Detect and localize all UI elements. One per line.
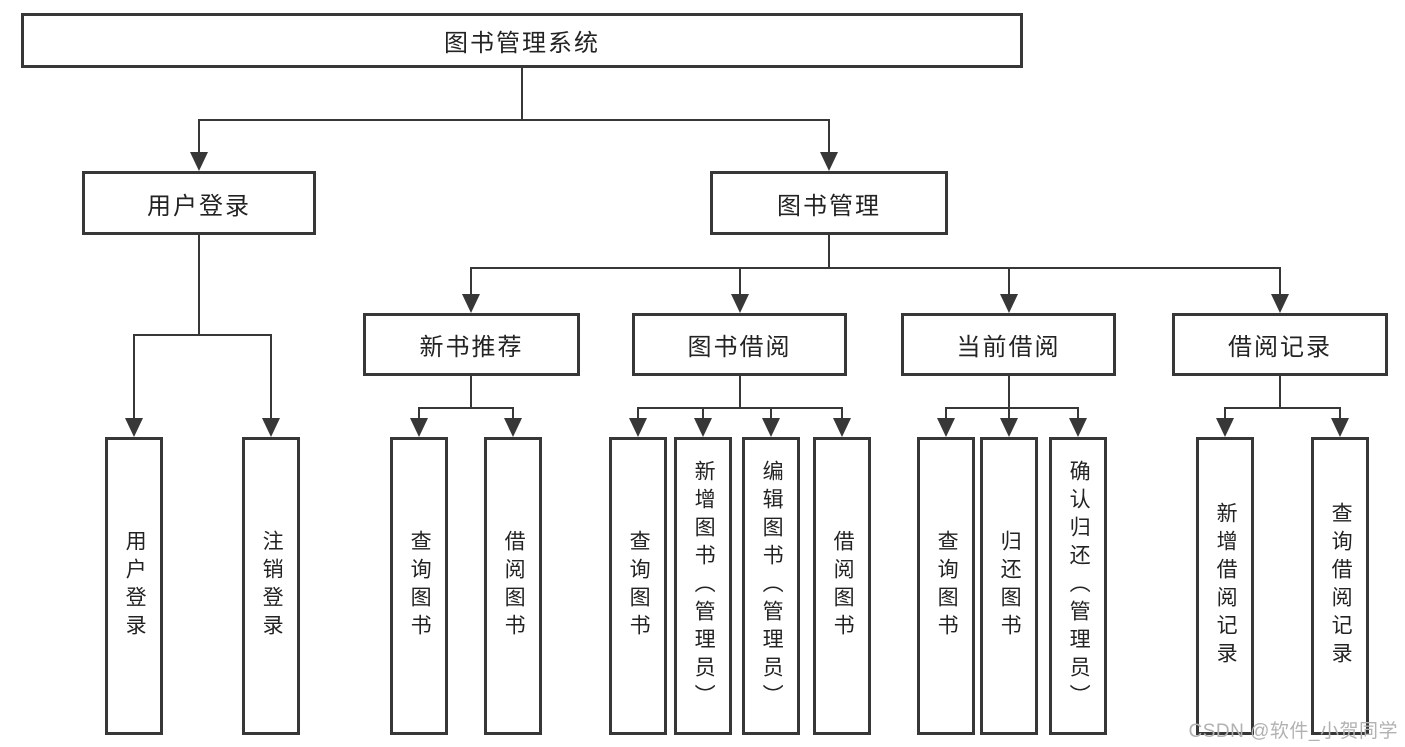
node-label: 当前借阅 [956,334,1061,361]
node-user-login: 用户登录 [82,171,316,235]
arrowhead-down-icon [125,418,143,437]
leaf-edit-books-admin: 编辑图书（管理员） [742,437,800,735]
node-label: 用户登录 [147,192,251,220]
connector-vline [1008,407,1010,420]
connector-vline [418,407,420,420]
connector-vline [512,407,514,420]
arrowhead-down-icon [1069,418,1087,437]
leaf-borrow-books: 借阅图书 [813,437,871,735]
arrowhead-down-icon [731,294,749,313]
connector-hline [945,407,1079,409]
arrowhead-down-icon [1000,418,1018,437]
connector-hline [418,407,514,409]
node-label: 归还图书 [998,530,1022,642]
node-label: 查询图书 [935,530,959,642]
node-library-management-system: 图书管理系统 [21,13,1023,68]
connector-hline [198,119,830,121]
arrowhead-down-icon [410,418,428,437]
leaf-confirm-return-admin: 确认归还（管理员） [1049,437,1107,735]
node-label: 新书推荐 [419,334,524,361]
connector-vline [470,374,472,409]
arrowhead-down-icon [762,418,780,437]
leaf-add-borrow-record: 新增借阅记录 [1196,437,1254,735]
arrowhead-down-icon [1331,418,1349,437]
node-label: 查询图书 [627,530,651,642]
connector-vline [702,407,704,420]
connector-vline [198,119,200,154]
connector-hline [470,267,1281,269]
arrowhead-down-icon [190,152,208,171]
node-label: 借阅图书 [831,530,855,642]
node-label: 新增借阅记录 [1214,502,1238,670]
connector-vline [521,68,523,121]
node-label: 新增图书（管理员） [692,460,716,712]
leaf-query-borrow-record: 查询借阅记录 [1311,437,1369,735]
connector-vline [198,233,200,336]
node-label: 图书借阅 [687,334,792,361]
node-label: 编辑图书（管理员） [760,460,784,712]
connector-vline [828,233,830,269]
connector-vline [945,407,947,420]
arrowhead-down-icon [504,418,522,437]
leaf-add-books-admin: 新增图书（管理员） [674,437,732,735]
connector-vline [1279,374,1281,409]
connector-vline [1339,407,1341,420]
arrowhead-down-icon [262,418,280,437]
connector-hline [637,407,843,409]
leaf-query-books: 查询图书 [917,437,975,735]
leaf-query-books: 查询图书 [609,437,667,735]
leaf-borrow-books: 借阅图书 [484,437,542,735]
arrowhead-down-icon [1216,418,1234,437]
node-label: 确认归还（管理员） [1067,460,1091,712]
arrowhead-down-icon [937,418,955,437]
connector-hline [133,334,272,336]
node-label: 用户登录 [123,530,147,642]
arrowhead-down-icon [1000,294,1018,313]
connector-vline [770,407,772,420]
leaf-user-login: 用户登录 [105,437,163,735]
connector-vline [1279,267,1281,296]
connector-vline [1224,407,1226,420]
node-new-book-recommendation: 新书推荐 [363,313,580,376]
node-label: 图书管理 [777,192,881,220]
connector-vline [270,334,272,420]
leaf-return-books: 归还图书 [980,437,1038,735]
leaf-logout: 注销登录 [242,437,300,735]
connector-vline [828,119,830,154]
node-book-borrowing: 图书借阅 [632,313,847,376]
watermark: CSDN @软件_小贺同学 [1188,721,1398,742]
connector-vline [637,407,639,420]
arrowhead-down-icon [462,294,480,313]
node-book-management: 图书管理 [710,171,948,235]
node-label: 图书管理系统 [444,30,600,57]
connector-hline [1224,407,1341,409]
node-label: 查询图书 [408,530,432,642]
leaf-query-books: 查询图书 [390,437,448,735]
arrowhead-down-icon [694,418,712,437]
connector-vline [1008,267,1010,296]
connector-vline [133,334,135,420]
arrowhead-down-icon [629,418,647,437]
node-label: 借阅记录 [1228,334,1332,361]
node-borrowing-records: 借阅记录 [1172,313,1388,376]
node-current-borrowing: 当前借阅 [901,313,1116,376]
connector-vline [1077,407,1079,420]
arrowhead-down-icon [820,152,838,171]
connector-vline [470,267,472,296]
node-label: 借阅图书 [502,530,526,642]
node-label: 注销登录 [260,530,284,642]
node-label: 查询借阅记录 [1329,502,1353,670]
connector-vline [739,374,741,409]
connector-vline [1008,374,1010,409]
arrowhead-down-icon [833,418,851,437]
connector-vline [841,407,843,420]
connector-vline [739,267,741,296]
arrowhead-down-icon [1271,294,1289,313]
